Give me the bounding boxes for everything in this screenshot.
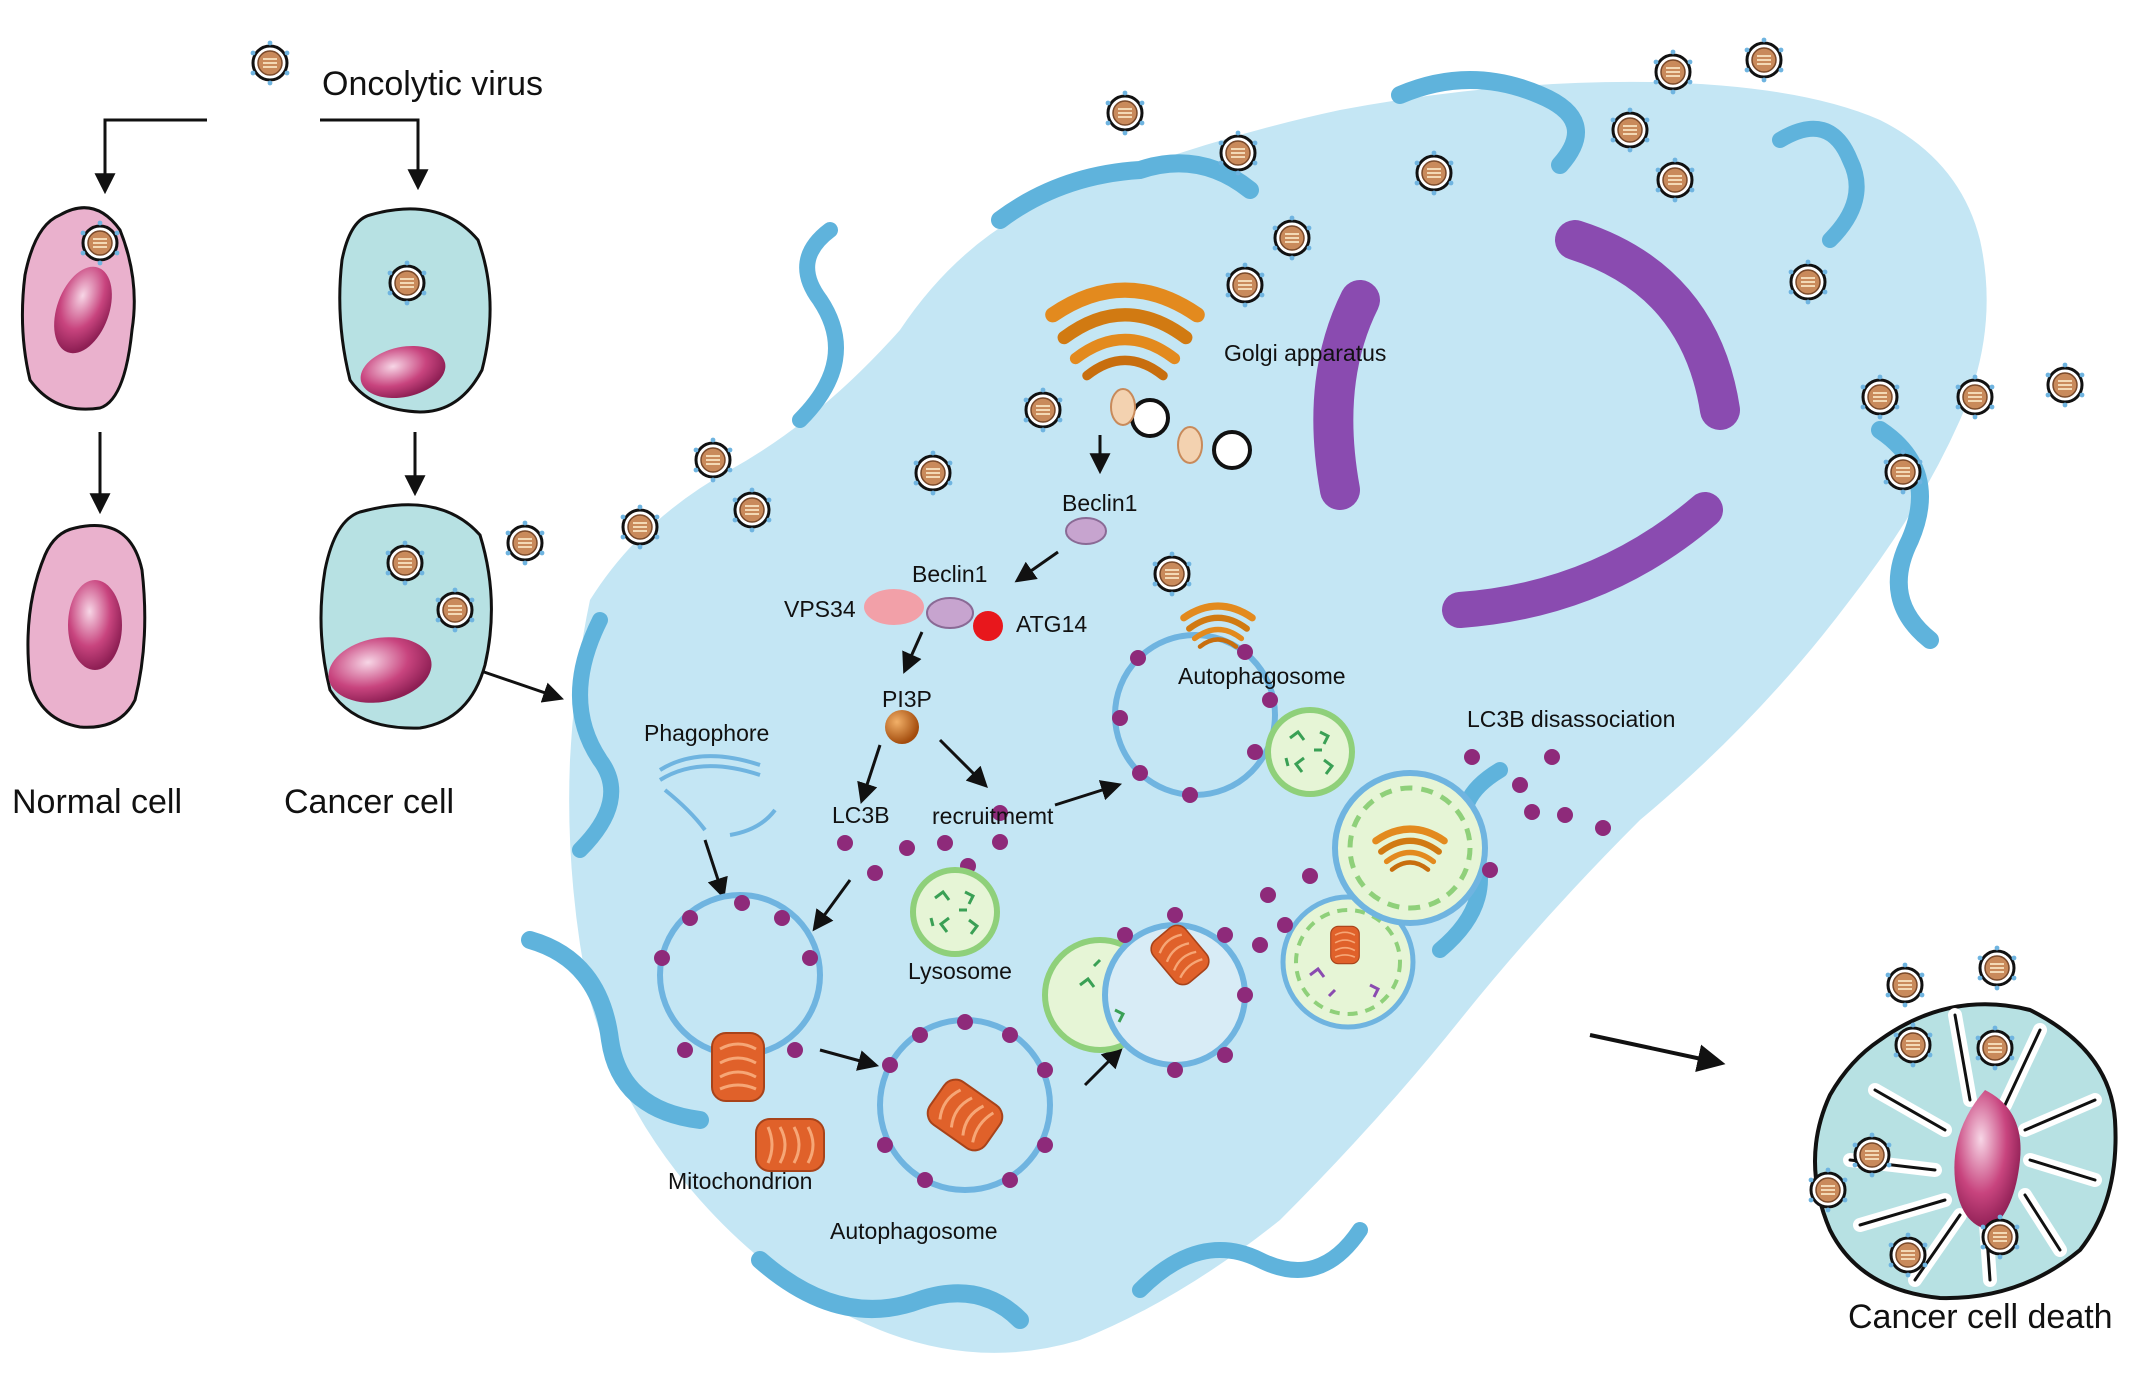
arrow (1054, 780, 1123, 807)
phagophore (658, 754, 777, 837)
cancer-cell-death-label: Cancer cell death (1848, 1298, 2113, 1336)
arrow-to-death (1589, 1033, 1726, 1072)
atg14-label: ATG14 (1016, 611, 1088, 637)
beclin1-protein (1065, 517, 1107, 545)
nucleus-segment (1442, 492, 1723, 628)
autolysosome-fusion (1042, 907, 1253, 1078)
golgi-vesicles (1110, 388, 1252, 470)
beclin1-complex-label: Beclin1 (912, 561, 988, 587)
beclin1-complex-protein (926, 597, 974, 629)
arrow (902, 631, 924, 674)
lc3b-label: LC3B (832, 802, 890, 828)
membrane-fold (521, 931, 709, 1129)
virus-icon (504, 519, 546, 567)
membrane-fold (1132, 1222, 1368, 1298)
membrane-fold (1772, 120, 1865, 248)
pi3p-molecule (885, 710, 919, 744)
nucleus-segment (1555, 220, 1740, 430)
normal-cell-label: Normal cell (12, 783, 183, 821)
oncolytic-virus-label: Oncolytic virus (322, 65, 544, 103)
autophagosome-top-label: Autophagosome (1178, 663, 1346, 689)
beclin1-label: Beclin1 (1062, 490, 1138, 516)
mitochondrion-label: Mitochondrion (668, 1168, 813, 1194)
arrow-to-cancer (320, 118, 429, 191)
vps34-protein (864, 589, 924, 625)
nucleus-segment (1313, 280, 1380, 510)
lysosome (913, 870, 997, 954)
atg14-protein (973, 611, 1003, 641)
zoomed-cancer-cell (521, 36, 2086, 1353)
cancer-cell-bottom (319, 503, 493, 730)
membrane-fold (991, 154, 1259, 229)
autophagosome-bottom (877, 1014, 1053, 1193)
arrow (1014, 550, 1059, 583)
vps34-label: VPS34 (784, 596, 856, 622)
autolysosome (1280, 894, 1416, 1030)
autolysosome-golgi (1332, 770, 1488, 926)
arrow-to-zoom (483, 670, 564, 703)
membrane-fold (1391, 71, 1585, 174)
recruitment-label: recruitmemt (932, 803, 1054, 829)
membrane-fold (572, 612, 620, 858)
arrow (1083, 1047, 1123, 1087)
arrow (819, 1048, 880, 1071)
arrow (938, 738, 988, 788)
normal-cell-bottom (26, 524, 147, 729)
cancer-cell-top (338, 207, 492, 414)
mitochondrion-free (754, 1117, 826, 1173)
lysosome-label: Lysosome (908, 958, 1012, 984)
golgi-label: Golgi apparatus (1224, 340, 1387, 366)
left-flow (20, 39, 564, 730)
forming-autophagosome (654, 892, 823, 1103)
membrane-fold (751, 1251, 1029, 1329)
autophagosome-bottom-label: Autophagosome (830, 1218, 998, 1244)
pi3p-label: PI3P (882, 686, 932, 712)
mitochondrion (710, 1031, 766, 1103)
cancer-cell-label: Cancer cell (284, 783, 455, 821)
arrow-to-normal (94, 118, 207, 195)
lc3b-disassociation-label: LC3B disassociation (1467, 706, 1676, 732)
phagophore-label: Phagophore (644, 720, 770, 746)
membrane-fold (792, 222, 844, 428)
arrow (703, 839, 728, 899)
virus-icon (249, 39, 291, 87)
dying-cancer-cell (1807, 944, 2118, 1301)
arrow (812, 879, 852, 932)
arrow (857, 744, 882, 804)
lysosome (1268, 710, 1352, 794)
normal-cell-top (20, 206, 136, 411)
